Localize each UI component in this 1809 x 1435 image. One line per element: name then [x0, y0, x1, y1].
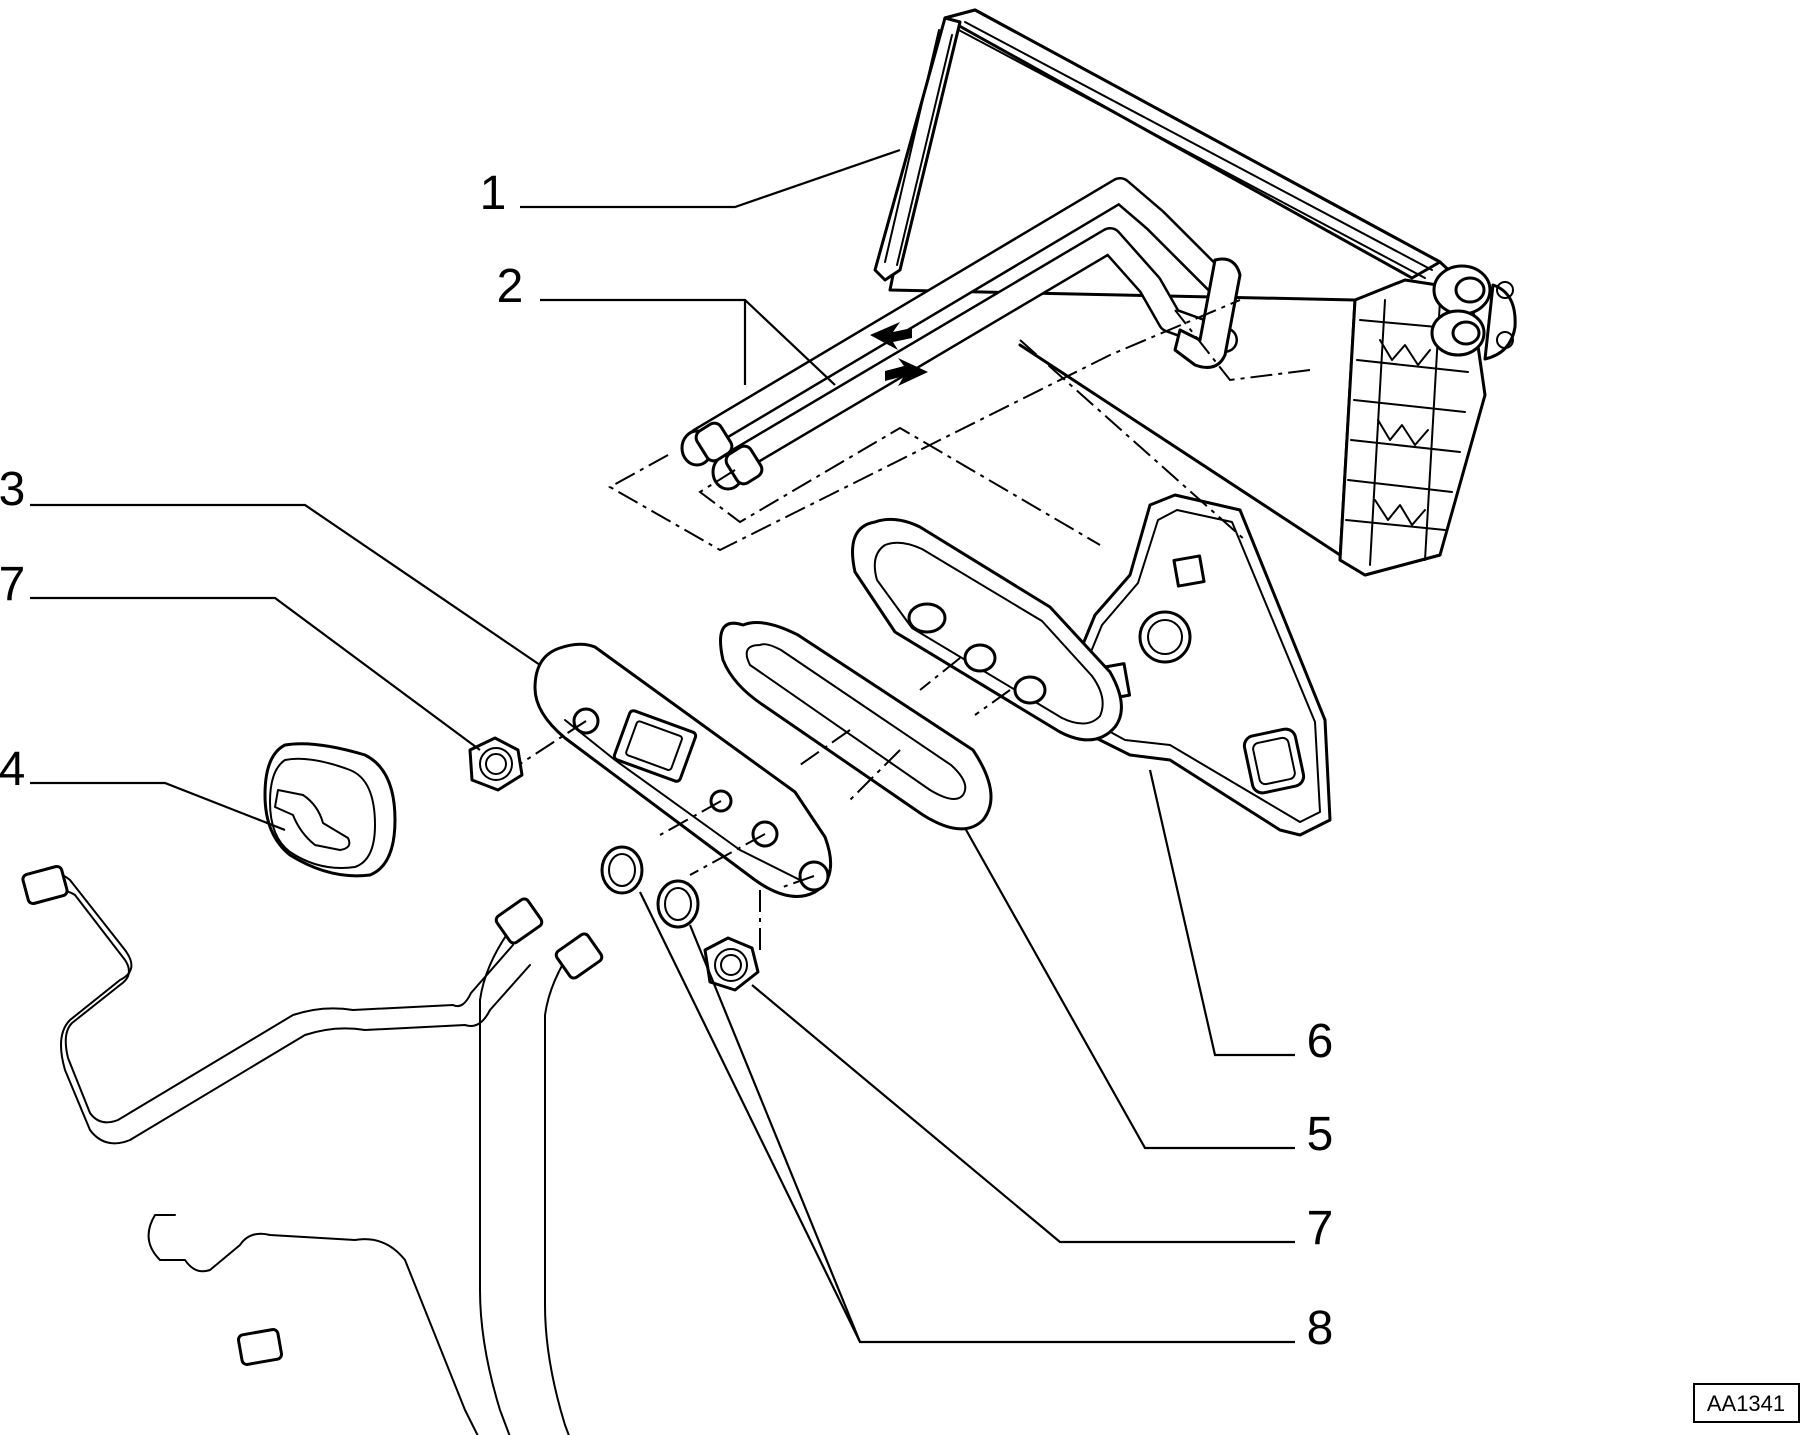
reference-code-box: AA1341: [1693, 1383, 1800, 1423]
grommet-cap: [263, 742, 397, 878]
callout-5: 5: [1307, 1108, 1334, 1161]
front-gasket-ring: [719, 621, 993, 831]
callout-1: 1: [480, 167, 507, 220]
front-cover-plate: [533, 642, 833, 898]
o-rings: [600, 845, 700, 929]
callout-7-upper: 7: [0, 558, 25, 611]
callout-7-lower: 7: [1307, 1202, 1334, 1255]
assembly-lines: [519, 299, 1311, 950]
coolant-hoses: [21, 864, 604, 1435]
callout-2: 2: [497, 260, 524, 313]
mounting-bracket-plate: [1058, 493, 1332, 837]
callout-4: 4: [0, 743, 25, 796]
rear-gasket: [851, 517, 1123, 742]
nut-upper: [468, 736, 524, 792]
nut-lower: [703, 936, 760, 992]
heater-pipes: [680, 177, 1242, 491]
reference-code: AA1341: [1707, 1391, 1785, 1416]
callout-3: 3: [0, 463, 25, 516]
callout-8: 8: [1307, 1302, 1334, 1355]
callout-6: 6: [1307, 1015, 1334, 1068]
leader-lines: [30, 148, 1295, 1344]
heater-core-radiator: [873, 8, 1517, 577]
callout-labels: 1 2 3 7 4 6 5 7 8: [0, 167, 1333, 1355]
